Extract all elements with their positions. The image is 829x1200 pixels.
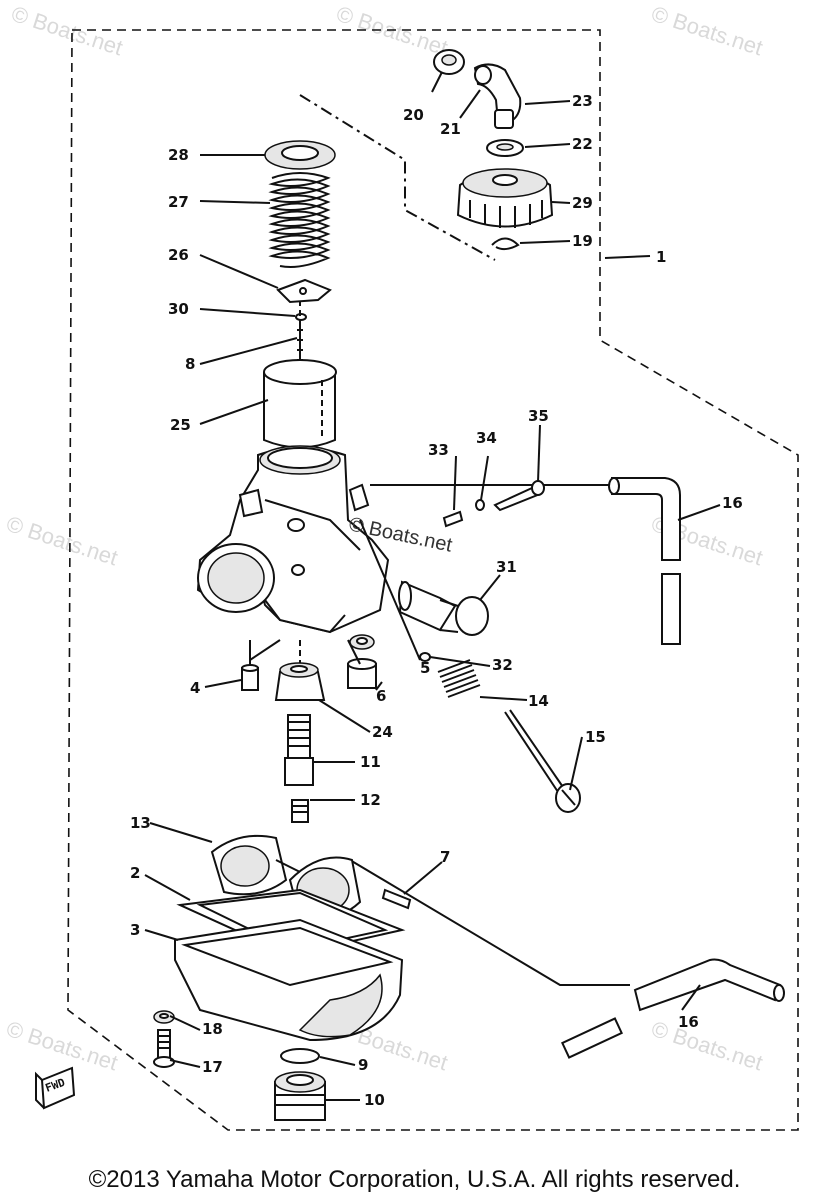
callout-numbers: 20 21 23 22 29 19 1 28 27 26 30 8 25 33 … xyxy=(130,92,743,1109)
part-20-nut xyxy=(433,49,465,75)
callout-15: 15 xyxy=(585,728,606,746)
callout-5: 5 xyxy=(420,659,430,677)
callout-16-upper: 16 xyxy=(722,494,743,512)
part-9-o-ring xyxy=(280,1048,320,1064)
callout-22: 22 xyxy=(572,135,593,153)
callout-12: 12 xyxy=(360,791,381,809)
callout-14: 14 xyxy=(528,692,549,710)
watermark: © Boats.net xyxy=(648,1,765,60)
part-16-hose-upper xyxy=(608,477,681,645)
part-34-ring xyxy=(475,499,485,511)
callout-28: 28 xyxy=(168,146,189,164)
callout-4: 4 xyxy=(190,679,200,697)
part-26-plate xyxy=(276,278,332,304)
part-5-washer xyxy=(349,634,375,650)
callout-31: 31 xyxy=(496,558,517,576)
callout-leaders xyxy=(144,71,721,1101)
callout-26: 26 xyxy=(168,246,189,264)
part-21-elbow xyxy=(473,63,522,129)
part-31-starter xyxy=(398,580,489,636)
part-8-needle xyxy=(297,325,303,372)
callout-11: 11 xyxy=(360,753,381,771)
part-27-spring xyxy=(268,172,331,268)
part-28-washer xyxy=(264,140,336,170)
callout-27: 27 xyxy=(168,193,189,211)
callout-20: 20 xyxy=(403,106,424,124)
callout-16-lower: 16 xyxy=(678,1013,699,1031)
callout-2: 2 xyxy=(130,864,140,882)
carburetor-body xyxy=(196,445,390,634)
part-18-washer xyxy=(153,1010,175,1024)
callout-33: 33 xyxy=(428,441,449,459)
part-4-jet xyxy=(241,664,259,691)
part-7-pin xyxy=(381,888,412,910)
callout-24: 24 xyxy=(372,723,393,741)
part-3-float-bowl xyxy=(174,918,404,1042)
part-24-needle-jet-holder xyxy=(274,662,326,701)
fwd-direction-tag: FWD xyxy=(35,1066,76,1110)
watermark: © Boats.net xyxy=(648,1016,765,1075)
callout-32: 32 xyxy=(492,656,513,674)
part-33-screw xyxy=(442,510,464,528)
callout-35: 35 xyxy=(528,407,549,425)
part-12-jet xyxy=(291,799,309,823)
callout-13: 13 xyxy=(130,814,151,832)
part-16-hose-lower xyxy=(561,958,785,1059)
callout-21: 21 xyxy=(440,120,461,138)
copyright-notice: ©2013 Yamaha Motor Corporation, U.S.A. A… xyxy=(88,1166,741,1193)
part-11-jet xyxy=(284,714,314,786)
part-17-screw xyxy=(153,1029,175,1068)
callout-18: 18 xyxy=(202,1020,223,1038)
callout-30: 30 xyxy=(168,300,189,318)
part-15-idle-screw xyxy=(504,709,581,813)
callout-1: 1 xyxy=(656,248,666,266)
callout-10: 10 xyxy=(364,1091,385,1109)
callout-34: 34 xyxy=(476,429,497,447)
callout-19: 19 xyxy=(572,232,593,250)
part-14-spring xyxy=(437,659,481,698)
part-25-throttle-valve xyxy=(263,359,337,449)
callout-9: 9 xyxy=(358,1056,368,1074)
part-6-plug xyxy=(347,658,377,689)
callout-17: 17 xyxy=(202,1058,223,1076)
part-19-clip xyxy=(491,237,520,251)
callout-3: 3 xyxy=(130,921,140,939)
callout-23: 23 xyxy=(572,92,593,110)
part-30-clip xyxy=(295,313,307,321)
part-35-screw xyxy=(493,480,545,512)
callout-7: 7 xyxy=(440,848,450,866)
part-29-cap xyxy=(456,168,554,228)
callout-8: 8 xyxy=(185,355,195,373)
washer-hole xyxy=(496,143,514,151)
callout-6: 6 xyxy=(376,687,386,705)
assembly-boundary xyxy=(67,29,799,1131)
watermark: © Boats.net xyxy=(3,511,120,570)
assembly-axes xyxy=(249,94,630,986)
callout-25: 25 xyxy=(170,416,191,434)
callout-29: 29 xyxy=(572,194,593,212)
watermark: © Boats.net xyxy=(3,1016,120,1075)
part-10-drain-plug xyxy=(274,1071,326,1121)
